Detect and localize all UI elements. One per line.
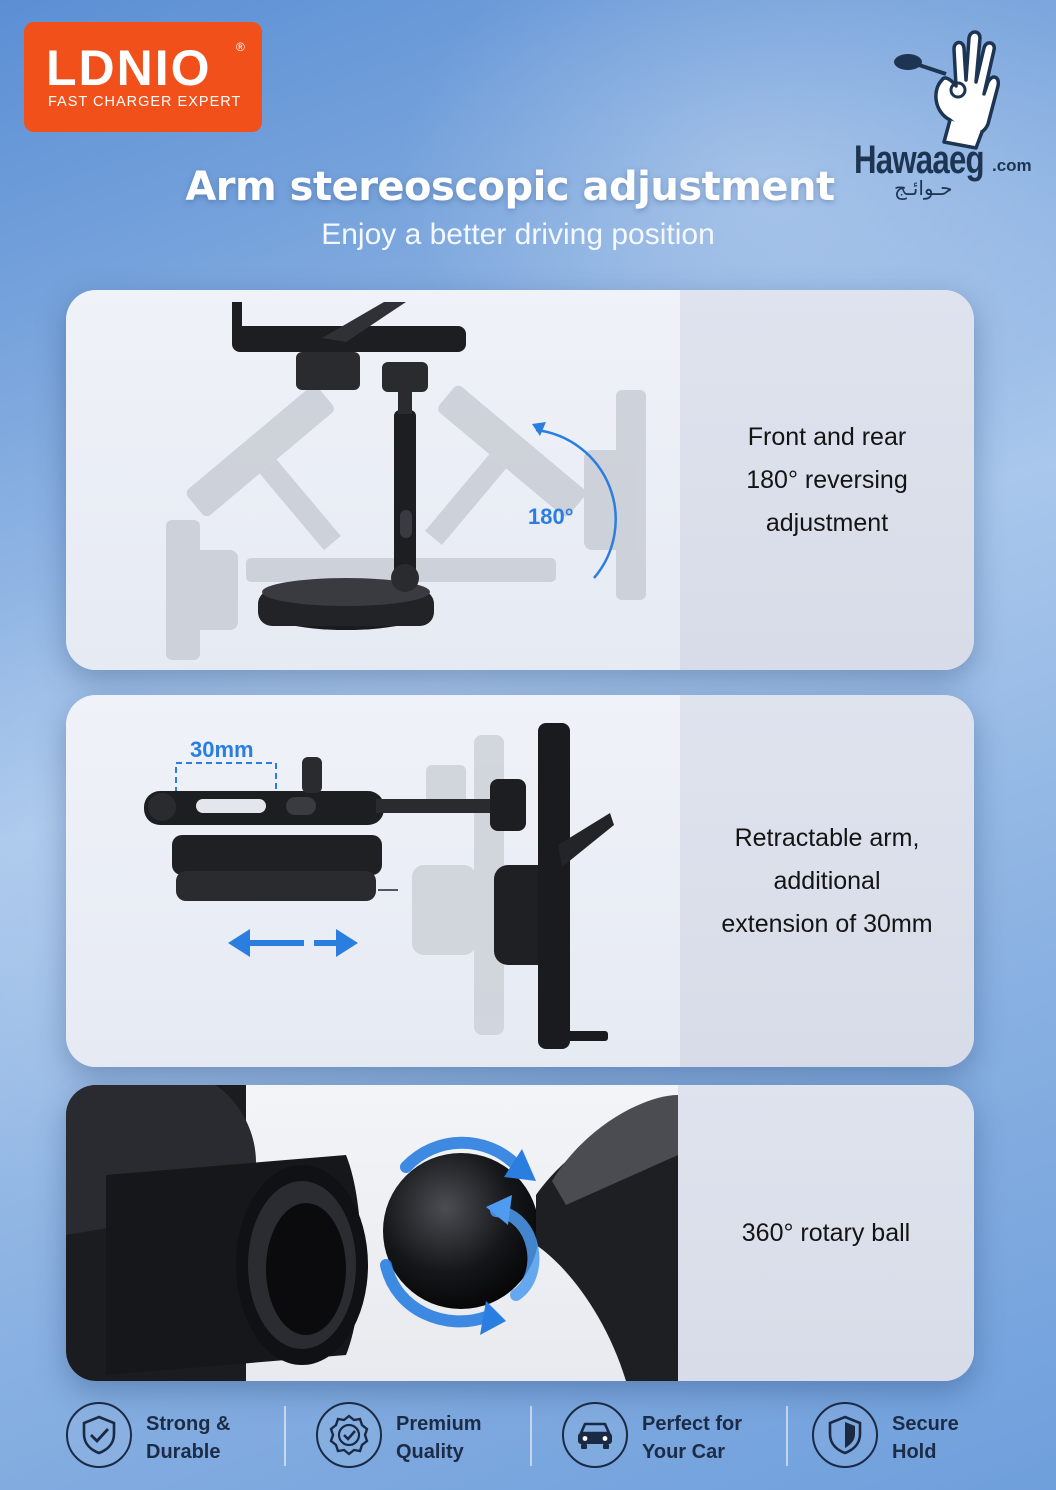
brand-name: LDNIO bbox=[46, 40, 212, 96]
card-180-reversing: 180° Front and rear 180° reversing adjus… bbox=[66, 290, 974, 670]
card-line: 360° rotary ball bbox=[741, 1218, 911, 1247]
arm-extension-illustration: 30mm bbox=[144, 723, 614, 1049]
feature-divider bbox=[530, 1406, 532, 1466]
card-line: adjustment bbox=[765, 508, 889, 537]
ok-hand-icon bbox=[894, 30, 1001, 150]
registered-mark: ® bbox=[236, 40, 245, 54]
rotary-ball-illustration bbox=[66, 1085, 678, 1381]
hawaaeg-name: Hawaaeg bbox=[854, 138, 985, 182]
shield-check-icon bbox=[82, 1415, 116, 1455]
feature-divider bbox=[786, 1406, 788, 1466]
feature-label: Premium bbox=[396, 1413, 482, 1435]
feature-label: Your Car bbox=[642, 1441, 725, 1463]
feature-label: Secure bbox=[892, 1413, 959, 1435]
extension-length-label: 30mm bbox=[190, 737, 254, 762]
feature-label: Hold bbox=[892, 1441, 937, 1463]
page-subtitle: Enjoy a better driving position bbox=[321, 218, 715, 251]
card-text: Retractable arm, additional extension of… bbox=[680, 695, 974, 1067]
car-icon bbox=[578, 1422, 612, 1449]
feature-label: Perfect for bbox=[642, 1413, 743, 1435]
card-line: Retractable arm, bbox=[734, 823, 920, 852]
card-image-holder-rotation: 180° bbox=[66, 290, 680, 670]
card-retractable-arm: 30mm Retractable arm, add bbox=[66, 695, 974, 1067]
card-line: extension of 30mm bbox=[721, 909, 933, 938]
feature-label: Strong & bbox=[146, 1413, 231, 1435]
feature-premium-quality: Premium Quality bbox=[316, 1400, 526, 1472]
card-line: Front and rear bbox=[747, 422, 907, 451]
feature-label: Durable bbox=[146, 1441, 221, 1463]
feature-secure-hold: Secure Hold bbox=[812, 1400, 1012, 1472]
feature-label: Quality bbox=[396, 1441, 464, 1463]
quality-badge-icon bbox=[329, 1414, 369, 1456]
shield-icon bbox=[828, 1415, 862, 1455]
page-title: Arm stereoscopic adjustment bbox=[185, 164, 835, 210]
holder-rotation-illustration: 180° bbox=[166, 302, 646, 660]
card-line: additional bbox=[773, 866, 881, 895]
card-image-rotary-ball bbox=[66, 1085, 678, 1381]
rotation-angle-label: 180° bbox=[528, 504, 574, 529]
hawaaeg-arabic: حـوائـج bbox=[894, 176, 953, 200]
hawaaeg-suffix: .com bbox=[992, 156, 1032, 175]
card-line: 180° reversing bbox=[746, 465, 908, 494]
card-text: 360° rotary ball bbox=[678, 1085, 974, 1381]
hawaaeg-logo: Hawaaeg .com حـوائـج bbox=[852, 20, 1042, 210]
brand-logo: LDNIO ® FAST CHARGER EXPERT bbox=[24, 22, 262, 132]
card-text: Front and rear 180° reversing adjustment bbox=[680, 290, 974, 670]
feature-perfect-for-car: Perfect for Your Car bbox=[562, 1400, 772, 1472]
brand-tagline: FAST CHARGER EXPERT bbox=[48, 94, 242, 110]
feature-divider bbox=[284, 1406, 286, 1466]
card-image-arm-extension: 30mm bbox=[66, 695, 680, 1067]
card-rotary-ball: 360° rotary ball bbox=[66, 1085, 974, 1381]
feature-strong-durable: Strong & Durable bbox=[66, 1400, 276, 1472]
